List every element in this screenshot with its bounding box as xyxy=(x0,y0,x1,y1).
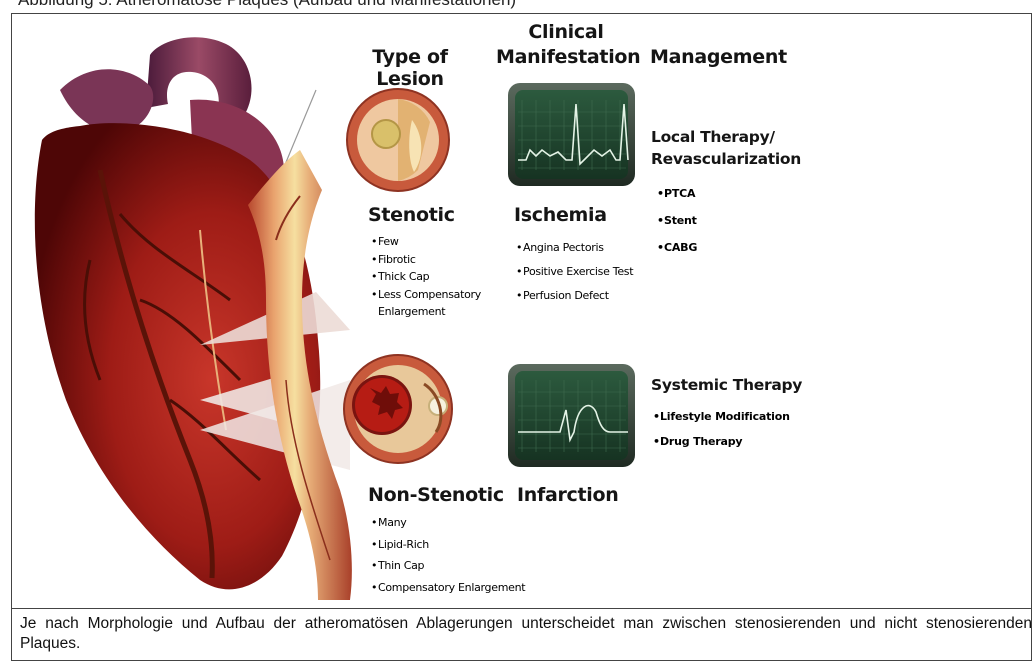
stenotic-feature: Thick Cap xyxy=(378,268,481,286)
atrium-shape xyxy=(60,69,153,132)
stenotic-cross-section xyxy=(347,89,449,191)
header-type-of-lesion: Type of Lesion xyxy=(340,46,480,90)
revascularization-title: Revascularization xyxy=(651,148,801,170)
non-stenotic-feature: Compensatory Enlargement xyxy=(378,577,525,599)
header-manifestation: Manifestation xyxy=(496,46,636,68)
stenotic-feature: Less Compensatory xyxy=(378,286,481,304)
non-stenotic-cross-section xyxy=(344,355,452,463)
non-stenotic-feature: Lipid-Rich xyxy=(378,534,525,556)
ischemia-monitor xyxy=(508,83,635,186)
header-management: Management xyxy=(650,46,790,68)
local-therapy-item: Stent xyxy=(664,207,697,234)
stenotic-features: Few Fibrotic Thick Cap Less Compensatory… xyxy=(378,233,481,321)
stenotic-feature: Fibrotic xyxy=(378,251,481,269)
stenotic-feature: Few xyxy=(378,233,481,251)
ischemia-feature: Positive Exercise Test xyxy=(523,260,633,284)
local-therapy-list: PTCA Stent CABG xyxy=(664,180,697,261)
ischemia-title: Ischemia xyxy=(514,204,607,226)
non-stenotic-features: Many Lipid-Rich Thin Cap Compensatory En… xyxy=(378,512,525,598)
header-clinical: Clinical xyxy=(496,21,636,43)
local-therapy-item: CABG xyxy=(664,234,697,261)
stenotic-title: Stenotic xyxy=(368,204,455,226)
ischemia-feature: Perfusion Defect xyxy=(523,284,633,308)
local-therapy-item: PTCA xyxy=(664,180,697,207)
non-stenotic-feature: Thin Cap xyxy=(378,555,525,577)
systemic-therapy-item: Lifestyle Modification xyxy=(660,404,790,429)
systemic-therapy-title: Systemic Therapy xyxy=(651,374,802,396)
ischemia-feature: Angina Pectoris xyxy=(523,236,633,260)
local-therapy-title: Local Therapy/ xyxy=(651,126,775,148)
ischemia-features: Angina Pectoris Positive Exercise Test P… xyxy=(523,236,633,308)
figure-caption: Je nach Morphologie und Aufbau der ather… xyxy=(20,614,1032,654)
infarction-title: Infarction xyxy=(517,484,619,506)
infarction-monitor xyxy=(508,364,635,467)
systemic-therapy-item: Drug Therapy xyxy=(660,429,790,454)
systemic-therapy-list: Lifestyle Modification Drug Therapy xyxy=(660,404,790,454)
non-stenotic-title: Non-Stenotic xyxy=(368,484,504,506)
non-stenotic-feature: Many xyxy=(378,512,525,534)
stenotic-feature-continued: Enlargement xyxy=(378,303,481,321)
